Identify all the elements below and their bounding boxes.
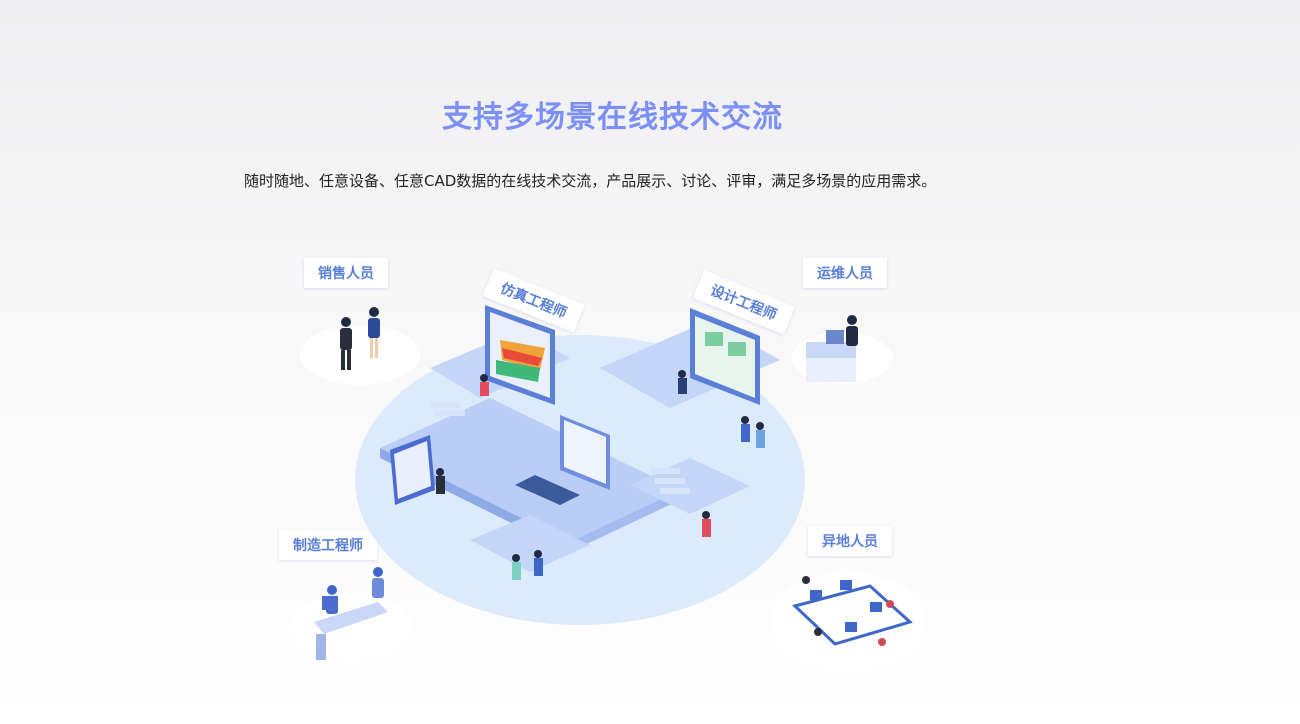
person-icon <box>372 567 384 598</box>
left-screen <box>390 435 435 505</box>
person-icon <box>534 550 543 576</box>
manufacturing-vignette <box>288 567 412 662</box>
simulation-screen <box>485 305 555 405</box>
label-manufacturing: 制造工程师 <box>279 530 377 560</box>
label-operations: 运维人员 <box>803 258 887 288</box>
person-icon <box>512 554 521 580</box>
label-sales: 销售人员 <box>304 258 388 288</box>
person-icon <box>368 307 380 358</box>
center-monitor <box>515 415 610 505</box>
person-icon <box>436 468 445 494</box>
person-icon <box>678 370 687 394</box>
person-icon <box>326 585 338 614</box>
stairs <box>430 402 690 494</box>
person-icon <box>480 374 489 396</box>
page-title: 支持多场景在线技术交流 <box>442 100 783 135</box>
sales-vignette <box>300 307 420 385</box>
person-icon <box>340 317 352 370</box>
person-icon <box>702 511 711 537</box>
remote-vignette <box>770 572 926 672</box>
operations-vignette <box>792 315 892 384</box>
person-icon <box>846 315 858 346</box>
person-icon <box>756 422 765 448</box>
label-remote: 异地人员 <box>808 526 892 556</box>
page-subtitle: 随时随地、任意设备、任意CAD数据的在线技术交流，产品展示、讨论、评审，满足多场… <box>244 172 937 190</box>
person-icon <box>741 416 750 442</box>
design-screen <box>690 308 760 405</box>
scene-illustration <box>288 305 926 672</box>
main-platform <box>355 320 805 625</box>
